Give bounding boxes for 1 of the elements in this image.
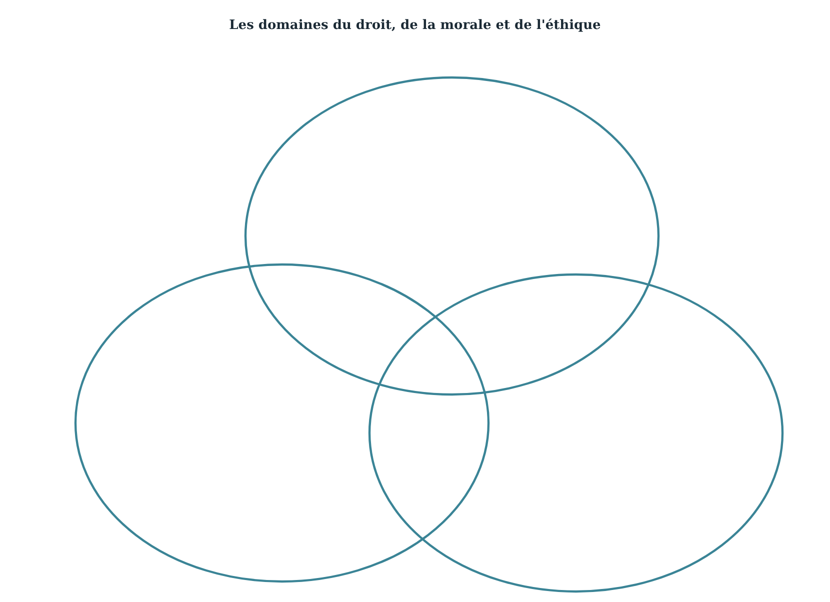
diagram-title: Les domaines du droit, de la morale et de l'éthique xyxy=(228,18,602,33)
